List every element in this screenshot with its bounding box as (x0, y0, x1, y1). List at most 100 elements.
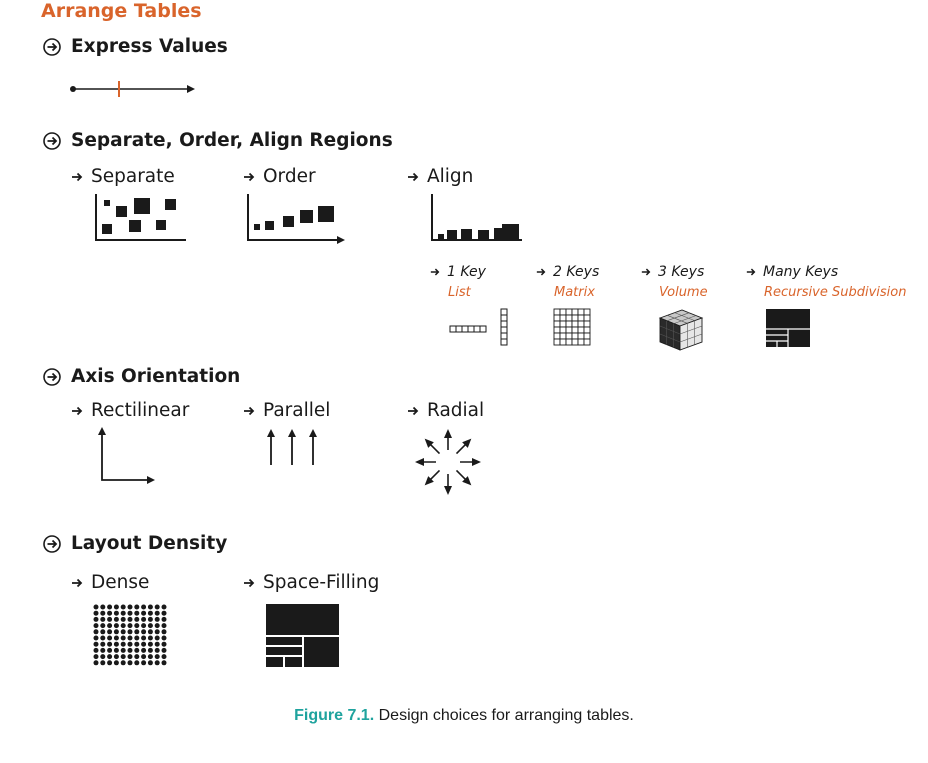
list-cell (461, 325, 469, 333)
arrow-right-icon (746, 268, 756, 276)
dense-dot (100, 635, 106, 641)
sub-order: Order (243, 166, 316, 187)
matrix-cell (565, 326, 573, 334)
dense-dot (127, 623, 133, 629)
dense-dot (134, 629, 140, 635)
dense-dot (161, 616, 167, 622)
matrix-cell (553, 320, 561, 328)
dense-dot (154, 623, 160, 629)
matrix-cell (577, 320, 585, 328)
arrow-right-icon (244, 578, 255, 587)
list-cell (479, 325, 487, 333)
list-cell (473, 325, 481, 333)
dense-dot (154, 660, 160, 666)
dense-dot (107, 647, 113, 653)
dense-dot (120, 660, 126, 666)
dense-dot (107, 629, 113, 635)
dense-dot (107, 623, 113, 629)
dense-dot (100, 604, 106, 610)
dense-dot (141, 629, 147, 635)
radial-arrowhead (424, 438, 434, 448)
matrix-cell (583, 320, 591, 328)
section-label: Separate, Order, Align Regions (71, 130, 393, 151)
dense-dot (107, 635, 113, 641)
dense-dot (93, 647, 99, 653)
list-cell (449, 325, 457, 333)
matrix-cell (583, 338, 591, 346)
arrow-right-icon (430, 268, 440, 276)
dense-dot (134, 654, 140, 660)
sub-label: Rectilinear (91, 400, 190, 421)
list-cell (500, 320, 508, 328)
dense-dot (134, 641, 140, 647)
parallel-axes-glyph (267, 429, 317, 465)
sub-label: Radial (427, 400, 485, 421)
dense-dot (161, 610, 167, 616)
dense-dot (107, 610, 113, 616)
figure-number: Figure 7.1. (294, 707, 375, 724)
matrix-cell (571, 314, 579, 322)
matrix-cell (583, 332, 591, 340)
list-cell (500, 308, 508, 316)
circled-arrow-icon (43, 367, 61, 386)
section-layout-density: Layout Density (43, 533, 227, 554)
dense-dot (113, 641, 119, 647)
dense-dot (127, 654, 133, 660)
dense-dot (161, 635, 167, 641)
dense-dot (147, 610, 153, 616)
dense-dot (120, 641, 126, 647)
matrix-cell (571, 308, 579, 316)
key-two-sub: Matrix (554, 285, 595, 300)
dense-dot (147, 623, 153, 629)
radial-arrowhead (415, 458, 424, 466)
dense-dot (141, 610, 147, 616)
matrix-cell (559, 332, 567, 340)
volume-cube-glyph (658, 309, 704, 351)
dense-dot (93, 604, 99, 610)
dense-dot (113, 635, 119, 641)
matrix-cell (577, 308, 585, 316)
matrix-cell (565, 320, 573, 328)
key-one-sub: List (448, 285, 471, 300)
radial-axes-glyph (415, 429, 481, 495)
dense-dot (161, 623, 167, 629)
matrix-cell (553, 314, 561, 322)
dense-dot (93, 623, 99, 629)
matrix-cell (553, 308, 561, 316)
dense-dot (120, 604, 126, 610)
radial-arrowhead (424, 476, 434, 486)
radial-arrowhead (444, 429, 452, 438)
list-cell (500, 332, 508, 340)
key-many: Many Keys (746, 264, 838, 280)
dense-dot (93, 616, 99, 622)
dense-dot (120, 647, 126, 653)
list-cell (467, 325, 475, 333)
separate-glyph (95, 194, 186, 241)
dense-dot (120, 610, 126, 616)
matrix-cell (583, 308, 591, 316)
matrix-cell (553, 326, 561, 334)
dense-dot (141, 604, 147, 610)
circled-arrow-icon (43, 131, 61, 150)
dense-dot (147, 660, 153, 666)
matrix-cell (565, 332, 573, 340)
dense-dot (161, 629, 167, 635)
sub-label: Order (263, 166, 316, 187)
dense-dot (107, 616, 113, 622)
key-label: 2 Keys (553, 264, 600, 280)
section-express-values: Express Values (43, 36, 228, 57)
dense-dot (147, 641, 153, 647)
dense-dot (161, 654, 167, 660)
dense-dot (147, 635, 153, 641)
order-glyph (247, 194, 345, 244)
dense-dot (154, 604, 160, 610)
dense-dot (113, 604, 119, 610)
matrix-cell (559, 320, 567, 328)
matrix-cell (559, 308, 567, 316)
list-cell (500, 314, 508, 322)
dense-dot (154, 629, 160, 635)
key-label: 3 Keys (658, 264, 705, 280)
key-label: 1 Key (447, 264, 486, 280)
section-separate-order-align: Separate, Order, Align Regions (43, 130, 393, 151)
matrix-cell (577, 326, 585, 334)
